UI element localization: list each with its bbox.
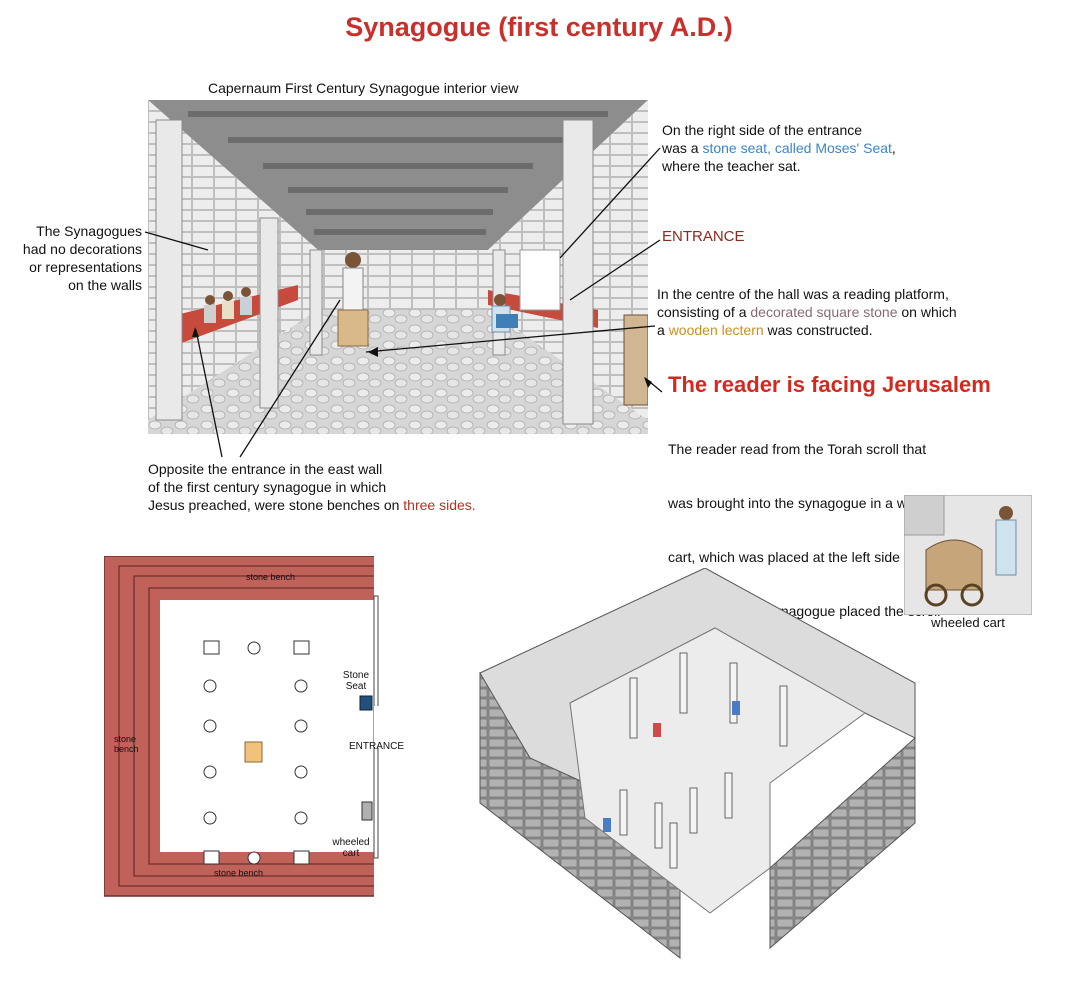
- plan-bench-left: stone bench: [114, 734, 139, 754]
- entrance-label: ENTRANCE: [662, 228, 745, 245]
- moses-seat-note: On the right side of the entrance was a …: [662, 122, 896, 174]
- moses-seat-highlight: stone seat, called Moses' Seat: [702, 140, 892, 156]
- plan-bench-bottom: stone bench: [214, 868, 264, 878]
- plan-entrance: ENTRANCE: [349, 741, 405, 752]
- page-title: Synagogue (first century A.D.): [345, 12, 733, 42]
- floor-plan: [104, 556, 386, 902]
- bench-note: Opposite the entrance in the east wall o…: [148, 461, 476, 513]
- cart-caption: wheeled cart: [931, 615, 1005, 630]
- platform-note: In the centre of the hall was a reading …: [657, 286, 957, 338]
- wheeled-cart-inset: [904, 495, 1032, 615]
- plan-wheeled-cart: wheeled cart: [332, 837, 370, 859]
- plan-stone-seat: Stone Seat: [342, 670, 370, 692]
- interior-caption: Capernaum First Century Synagogue interi…: [208, 80, 519, 96]
- plan-bench-top: stone bench: [246, 572, 296, 582]
- decorations-note: The Synagogues had no decorations or rep…: [22, 223, 142, 293]
- reader-heading: The reader is facing Jerusalem: [668, 372, 991, 397]
- interior-illustration: [148, 100, 648, 434]
- isometric-cutaway: [479, 568, 916, 960]
